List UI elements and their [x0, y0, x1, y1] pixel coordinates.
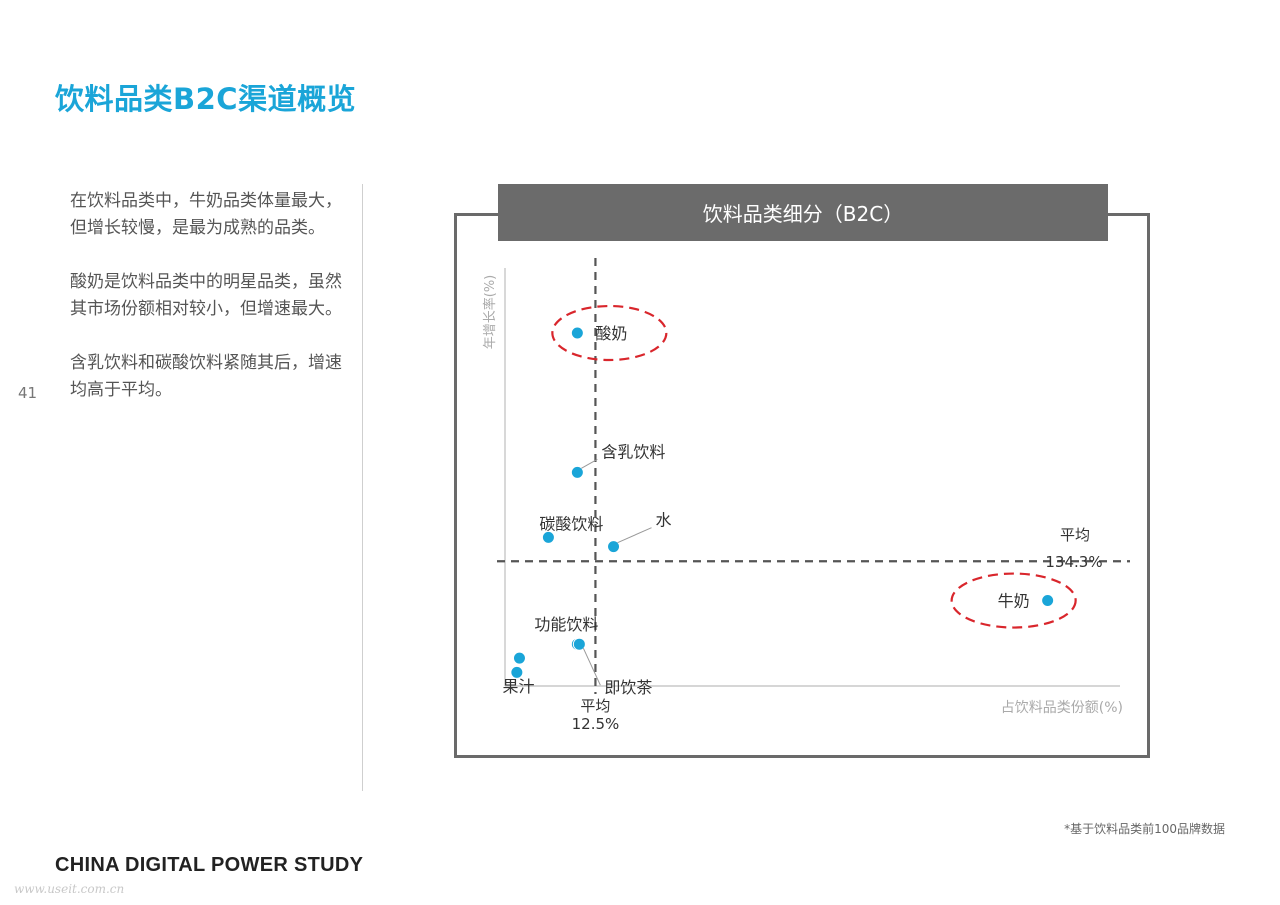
summary-text: 在饮料品类中，牛奶品类体量最大，但增长较慢，是最为成熟的品类。 酸奶是饮料品类中…	[70, 188, 355, 431]
point-label-5: 功能饮料	[534, 615, 598, 634]
brand-footer: CHINA DIGITAL POWER STUDY	[55, 854, 364, 876]
point-label-0: 酸奶	[595, 324, 627, 343]
summary-paragraph-3: 含乳饮料和碳酸饮料紧随其后，增速均高于平均。	[70, 353, 342, 400]
leader-line-1	[581, 458, 598, 469]
scatter-point-7	[512, 651, 526, 665]
point-label-2: 碳酸饮料	[539, 514, 603, 533]
page-title: 饮料品类B2C渠道概览	[55, 82, 357, 116]
leader-line-3	[617, 527, 652, 544]
point-label-4: 牛奶	[998, 592, 1030, 611]
y-axis-label: 年增长率(%)	[482, 275, 498, 350]
point-label-6: 即饮茶	[604, 678, 652, 697]
scatter-point-3	[607, 540, 621, 554]
column-divider	[362, 184, 363, 791]
x-axis-label: 占饮料品类份额(%)	[1001, 700, 1123, 716]
summary-paragraph-2: 酸奶是饮料品类中的明星品类，虽然其市场份额相对较小，但增速最大。	[70, 272, 342, 319]
leader-line-6	[582, 647, 601, 686]
scatter-point-6	[572, 637, 586, 651]
page-number: 41	[18, 384, 38, 402]
scatter-point-2	[541, 530, 555, 544]
footnote: *基于饮料品类前100品牌数据	[1064, 822, 1225, 836]
y-average-value: 134.3%	[1045, 553, 1102, 571]
highlight-ring-4	[950, 572, 1077, 629]
x-average-label: 平均	[580, 697, 610, 715]
y-average-label: 平均	[1060, 526, 1090, 544]
point-label-1: 含乳饮料	[601, 442, 665, 461]
summary-paragraph-1: 在饮料品类中，牛奶品类体量最大，但增长较慢，是最为成熟的品类。	[70, 191, 342, 238]
watermark: www.useit.com.cn	[14, 882, 125, 896]
scatter-point-1	[570, 465, 584, 479]
point-label-7: 果汁	[502, 677, 534, 696]
x-average-value: 12.5%	[572, 715, 620, 733]
point-label-3: 水	[656, 511, 672, 530]
chart-title: 饮料品类细分（B2C）	[498, 184, 1108, 241]
scatter-point-4	[1041, 594, 1055, 608]
highlight-ring-0	[551, 304, 668, 362]
scatter-point-8	[510, 665, 524, 679]
scatter-point-0	[570, 326, 584, 340]
